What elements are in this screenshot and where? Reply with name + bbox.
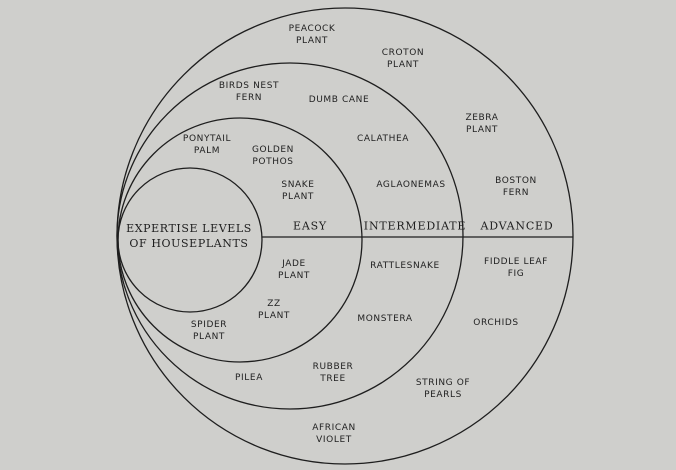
plant-jade-plant: JADE PLANT xyxy=(277,259,311,281)
plant-snake-plant: SNAKE PLANT xyxy=(281,180,315,202)
plant-monstera: MONSTERA xyxy=(357,314,413,324)
ring-intermediate xyxy=(116,62,464,410)
plant-birds-nest-fern: BIRDS NEST FERN xyxy=(218,81,280,103)
plant-orchids: ORCHIDS xyxy=(473,318,519,328)
center-title: EXPERTISE LEVELS OF HOUSEPLANTS xyxy=(126,222,252,250)
plant-rubber-tree: RUBBER TREE xyxy=(312,362,354,384)
plant-ponytail-palm: PONYTAIL PALM xyxy=(182,134,232,156)
plant-fiddle-leaf-fig: FIDDLE LEAF FIG xyxy=(484,257,548,279)
plant-pilea: PILEA xyxy=(235,373,263,383)
plant-spider-plant: SPIDER PLANT xyxy=(190,320,228,342)
plant-string-of-pearls: STRING OF PEARLS xyxy=(415,378,471,400)
plant-golden-pothos: GOLDEN POTHOS xyxy=(251,145,295,167)
plant-croton-plant: CROTON PLANT xyxy=(381,48,425,70)
tier-advanced-label: ADVANCED xyxy=(480,219,554,233)
tier-intermediate-label: INTERMEDIATE xyxy=(363,219,467,233)
ring-center xyxy=(117,167,263,313)
plant-zebra-plant: ZEBRA PLANT xyxy=(465,113,499,135)
plant-african-violet: AFRICAN VIOLET xyxy=(312,423,356,445)
plant-boston-fern: BOSTON FERN xyxy=(495,176,537,198)
plant-zz-plant: ZZ PLANT xyxy=(257,299,291,321)
plant-calathea: CALATHEA xyxy=(356,134,410,144)
plant-aglaonemas: AGLAONEMAS xyxy=(376,180,446,190)
plant-peacock-plant: PEACOCK PLANT xyxy=(288,24,336,46)
plant-rattlesnake: RATTLESNAKE xyxy=(370,261,440,271)
plant-dumb-cane: DUMB CANE xyxy=(308,95,370,105)
tier-easy-label: EASY xyxy=(293,219,327,233)
